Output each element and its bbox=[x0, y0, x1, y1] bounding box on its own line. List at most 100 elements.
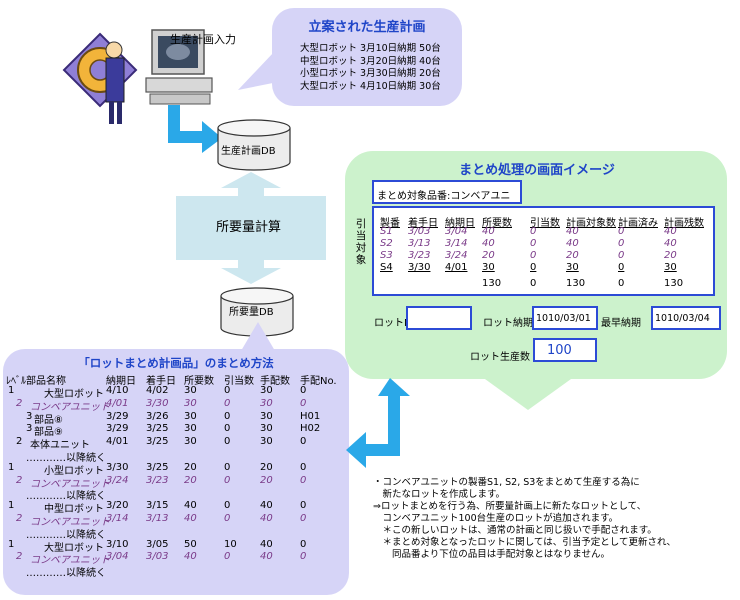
table-cell: 0 bbox=[530, 278, 537, 289]
table-cell: 30 bbox=[260, 436, 273, 448]
table-cell: 2 bbox=[16, 513, 23, 524]
table-cell: …………以降続く bbox=[26, 568, 106, 580]
table-cell: 40 bbox=[566, 226, 579, 237]
table-cell: 部品⑧ bbox=[34, 414, 63, 426]
requirement-calc-label: 所要量計算 bbox=[216, 220, 282, 235]
table-cell: 30 bbox=[260, 423, 273, 435]
table-cell: 0 bbox=[530, 250, 537, 261]
gear-icon bbox=[62, 32, 138, 108]
production-planner-illustration bbox=[62, 29, 213, 124]
table-cell: ﾚﾍﾞﾙ bbox=[6, 376, 26, 387]
table-cell: コンベアユニット bbox=[30, 555, 110, 567]
table-cell: 4/01 bbox=[106, 397, 129, 409]
planned-production-title: 立案された生産計画 bbox=[308, 20, 426, 35]
table-cell: 130 bbox=[664, 278, 684, 289]
table-cell: 3/25 bbox=[146, 436, 169, 448]
table-cell: 3/25 bbox=[146, 461, 169, 473]
table-cell: コンベアユニット bbox=[30, 478, 110, 490]
lot-due-value: 1010/03/01 bbox=[536, 313, 591, 324]
table-cell: 3/29 bbox=[106, 423, 129, 435]
table-cell: 中型ロボット bbox=[44, 504, 104, 516]
table-cell: 40 bbox=[260, 500, 273, 512]
lot-quantity-field[interactable]: 100 bbox=[533, 338, 597, 362]
table-cell: 40 bbox=[482, 226, 495, 237]
table-cell: 1 bbox=[8, 461, 15, 473]
table-cell: 20 bbox=[482, 250, 495, 261]
table-cell: 0 bbox=[618, 238, 625, 249]
table-cell: 3/30 bbox=[146, 397, 169, 409]
table-cell: 3/15 bbox=[146, 500, 169, 512]
table-cell: 部品⑨ bbox=[34, 427, 63, 439]
table-cell: 0 bbox=[224, 513, 231, 524]
table-cell: コンベアユニット bbox=[30, 401, 110, 413]
table-cell: 3/04 bbox=[445, 226, 468, 237]
table-cell: 0 bbox=[618, 262, 625, 273]
plan-item: 大型ロボット 3月10日納期 50台 bbox=[300, 43, 441, 54]
table-cell: 20 bbox=[260, 461, 273, 473]
table-cell: H01 bbox=[300, 410, 321, 422]
table-cell: 大型ロボット bbox=[44, 389, 104, 400]
table-cell: S1 bbox=[380, 226, 393, 237]
earliest-due-value: 1010/03/04 bbox=[655, 313, 710, 324]
earliest-due-field[interactable]: 1010/03/04 bbox=[651, 306, 721, 330]
table-cell: 3/03 bbox=[408, 226, 431, 237]
table-cell: 小型ロボット bbox=[44, 465, 104, 477]
table-cell: 0 bbox=[300, 538, 307, 550]
table-cell: 0 bbox=[224, 551, 231, 563]
table-cell: 部品名称 bbox=[26, 376, 66, 387]
lot-no-field[interactable] bbox=[406, 306, 472, 330]
table-cell: 0 bbox=[530, 238, 537, 249]
table-cell: 3/03 bbox=[146, 551, 169, 563]
note-line: ＊まとめ対象となったロットに関しては、引当予定として更新され、 bbox=[373, 537, 677, 548]
table-cell: 0 bbox=[224, 436, 231, 448]
table-cell: 着手日 bbox=[408, 218, 438, 229]
table-cell: 30 bbox=[184, 423, 197, 435]
lot-due-label: ロット納期 bbox=[483, 318, 533, 329]
table-cell: H02 bbox=[300, 423, 321, 435]
table-cell: 40 bbox=[260, 513, 273, 524]
table-cell: 1 bbox=[8, 385, 15, 396]
table-cell: 30 bbox=[664, 262, 677, 273]
plan-item: 大型ロボット 4月10日納期 30台 bbox=[300, 80, 441, 92]
table-cell: 2 bbox=[16, 436, 23, 448]
table-cell: 3/04 bbox=[106, 551, 129, 563]
table-cell: 20 bbox=[664, 250, 677, 261]
table-cell: …………以降続く bbox=[26, 453, 106, 464]
table-cell: …………以降続く bbox=[26, 491, 106, 503]
table-cell: 30 bbox=[184, 436, 197, 448]
table-cell: 0 bbox=[618, 278, 625, 289]
table-cell: …………以降続く bbox=[26, 529, 106, 541]
planned-production-list: 大型ロボット 3月10日納期 50台 中型ロボット 3月20日納期 40台 小型… bbox=[300, 43, 441, 93]
table-cell: 1 bbox=[8, 500, 15, 512]
table-cell: 0 bbox=[224, 397, 231, 409]
table-cell: 40 bbox=[184, 500, 197, 512]
table-cell: S3 bbox=[380, 250, 393, 261]
table-cell: 3/14 bbox=[445, 238, 468, 249]
table-cell: 4/01 bbox=[445, 262, 468, 273]
table-cell: 40 bbox=[566, 238, 579, 249]
table-cell: 30 bbox=[184, 397, 197, 409]
table-cell: 30 bbox=[260, 397, 273, 409]
table-cell: 手配数 bbox=[260, 376, 290, 387]
table-cell: コンベアユニット bbox=[30, 517, 110, 528]
requirement-calc-arrow bbox=[176, 172, 326, 284]
table-cell: 0 bbox=[224, 500, 231, 512]
planned-production-callout: 立案された生産計画 大型ロボット 3月10日納期 50台 中型ロボット 3月20… bbox=[272, 8, 462, 106]
table-cell: 40 bbox=[260, 551, 273, 563]
table-cell: 着手日 bbox=[146, 376, 176, 387]
table-cell: 3/24 bbox=[106, 474, 129, 486]
table-cell: 計画残数 bbox=[664, 218, 704, 229]
table-cell: 3/23 bbox=[408, 250, 431, 261]
note-line: 新たなロットを作成します。 bbox=[373, 489, 506, 500]
table-cell: 2 bbox=[16, 474, 23, 486]
note-line: 同品番より下位の品目は手配対象とはなりません。 bbox=[373, 549, 611, 560]
table-cell: 30 bbox=[184, 385, 197, 396]
table-cell: 20 bbox=[566, 250, 579, 261]
table-cell: 0 bbox=[224, 385, 231, 396]
table-cell: 20 bbox=[260, 474, 273, 486]
lot-due-field[interactable]: 1010/03/01 bbox=[532, 306, 598, 330]
table-cell: 130 bbox=[482, 278, 502, 289]
table-cell: 0 bbox=[300, 461, 307, 473]
table-cell: 30 bbox=[566, 262, 579, 273]
